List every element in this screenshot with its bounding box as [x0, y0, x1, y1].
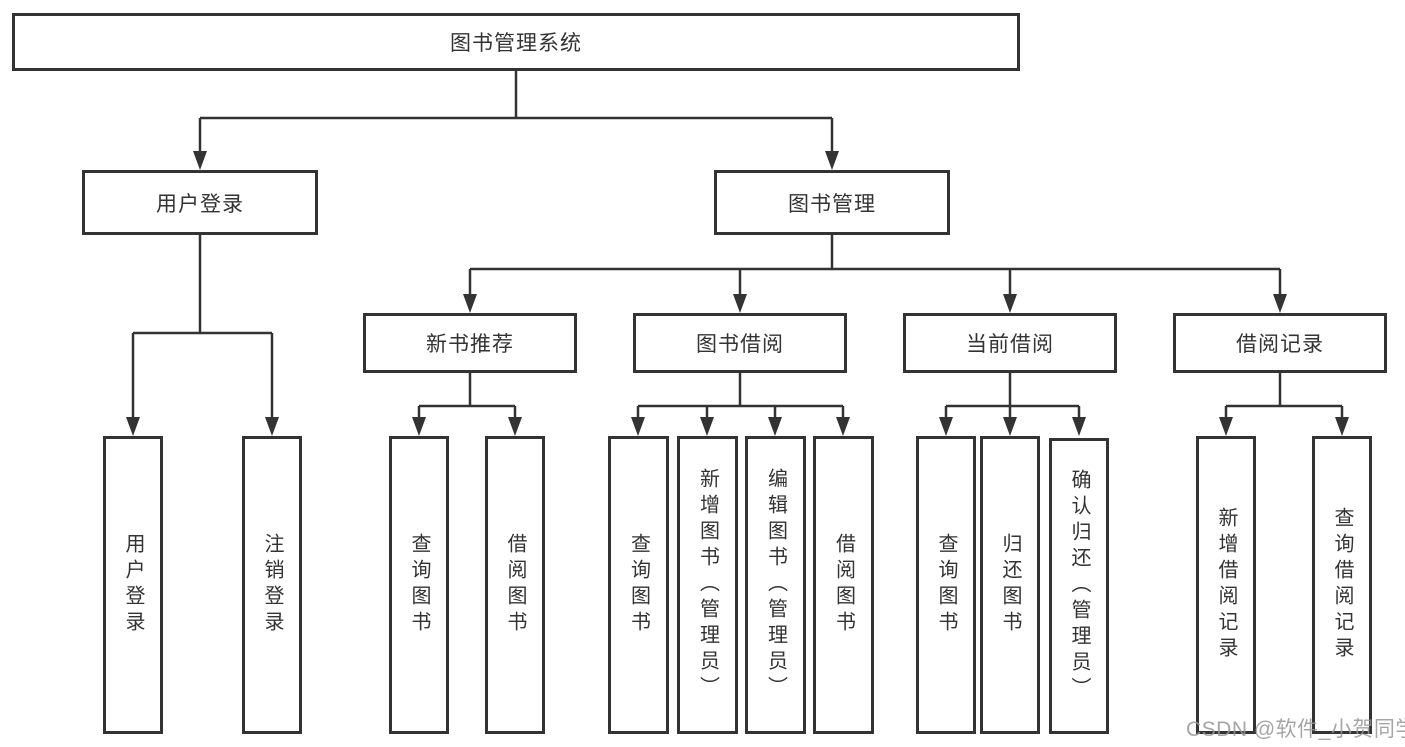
arrow-down-icon — [733, 294, 747, 313]
leaf-borrow-books-recommend: 借阅图书 — [485, 436, 545, 734]
node-label: 借阅图书 — [832, 533, 855, 637]
node-label: 编辑图书（管理员） — [764, 468, 787, 702]
arrow-down-icon — [825, 151, 839, 170]
arrow-down-icon — [508, 417, 522, 436]
arrow-down-icon — [836, 417, 850, 436]
leaf-query-books-borrow: 查询图书 — [608, 436, 669, 734]
leaf-query-books-recommend: 查询图书 — [389, 436, 449, 734]
node-book-management: 图书管理 — [714, 170, 950, 235]
arrow-down-icon — [1219, 417, 1233, 436]
node-label: 图书管理 — [788, 192, 876, 216]
node-label: 确认归还（管理员） — [1068, 469, 1090, 703]
connector-book-management-to-level3 — [468, 235, 1282, 296]
node-label: 新增图书（管理员） — [696, 468, 719, 702]
node-label: 新书推荐 — [426, 333, 514, 356]
arrow-down-icon — [1003, 294, 1017, 313]
arrow-down-icon — [700, 417, 714, 436]
arrow-down-icon — [1273, 294, 1287, 313]
node-label: 新增借阅记录 — [1215, 507, 1237, 663]
node-root-system: 图书管理系统 — [12, 13, 1020, 71]
leaf-user-login: 用户登录 — [103, 436, 163, 734]
arrow-down-icon — [265, 417, 279, 436]
node-label: 借阅图书 — [504, 533, 526, 637]
arrow-down-icon — [193, 151, 207, 170]
node-borrowing-records: 借阅记录 — [1173, 313, 1387, 373]
arrow-down-icon — [1072, 417, 1086, 436]
node-new-book-recommend: 新书推荐 — [363, 313, 577, 373]
csdn-watermark: CSDN @软件_小贺同学 — [1186, 718, 1405, 741]
node-label: 用户登录 — [122, 533, 144, 637]
connector-current-borrowing-to-leaves — [944, 373, 1081, 419]
leaf-borrow-books: 借阅图书 — [813, 436, 874, 734]
node-label: 图书管理系统 — [450, 32, 582, 55]
leaf-add-books-admin: 新增图书（管理员） — [677, 436, 738, 734]
node-label: 归还图书 — [999, 533, 1021, 637]
leaf-query-books-current: 查询图书 — [916, 436, 976, 734]
arrow-down-icon — [126, 417, 140, 436]
leaf-query-borrow-record: 查询借阅记录 — [1312, 436, 1372, 734]
node-label: 用户登录 — [156, 192, 244, 216]
node-label: 查询借阅记录 — [1331, 507, 1353, 663]
arrow-down-icon — [1003, 417, 1017, 436]
connector-borrowing-records-to-leaves — [1224, 373, 1344, 419]
node-book-borrowing: 图书借阅 — [633, 313, 847, 373]
arrow-down-icon — [412, 417, 426, 436]
arrow-down-icon — [1335, 417, 1349, 436]
arrow-down-icon — [631, 417, 645, 436]
connector-user-login-to-leaves — [131, 235, 274, 419]
leaf-logout: 注销登录 — [242, 436, 302, 734]
leaf-add-borrow-record: 新增借阅记录 — [1196, 436, 1256, 734]
leaf-edit-books-admin: 编辑图书（管理员） — [745, 436, 806, 734]
node-label: 注销登录 — [261, 533, 283, 637]
connector-root-to-level2 — [198, 71, 834, 153]
leaf-return-books: 归还图书 — [980, 436, 1040, 734]
connector-book-borrowing-to-leaves — [636, 373, 845, 419]
node-label: 查询图书 — [408, 533, 430, 637]
arrow-down-icon — [939, 417, 953, 436]
leaf-confirm-return-admin: 确认归还（管理员） — [1049, 438, 1109, 734]
arrow-down-icon — [463, 294, 477, 313]
node-label: 当前借阅 — [966, 333, 1054, 356]
node-label: 查询图书 — [627, 533, 650, 637]
arrow-down-icon — [768, 417, 782, 436]
node-label: 查询图书 — [935, 533, 957, 637]
arrowheads — [126, 151, 1349, 436]
node-user-login-branch: 用户登录 — [82, 170, 318, 235]
node-label: 借阅记录 — [1236, 333, 1324, 356]
node-current-borrowing: 当前借阅 — [903, 313, 1117, 373]
node-label: 图书借阅 — [696, 333, 784, 356]
connector-new-book-recommend-to-leaves — [417, 373, 517, 419]
